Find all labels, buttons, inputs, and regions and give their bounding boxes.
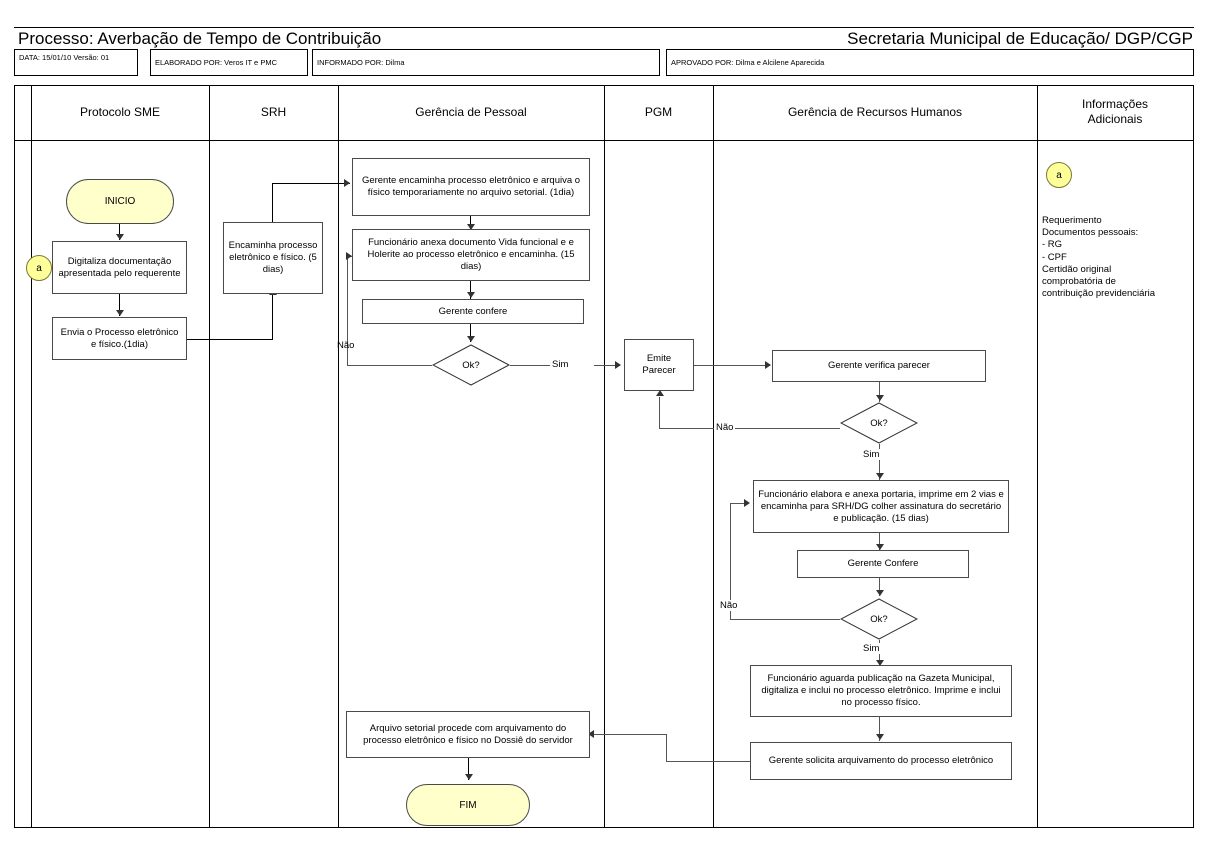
meta-date-version: DATA: 15/01/10 Versão: 01 — [14, 49, 138, 76]
edge-solicita-arq-h2 — [594, 734, 666, 735]
edge-label-rh2-sim: Sim — [861, 643, 882, 654]
connector-a-left[interactable]: a — [26, 255, 52, 281]
lane-divider-3 — [604, 85, 605, 828]
decision-rh1-ok-label: Ok? — [870, 417, 888, 429]
additional-info-text: Requerimento Documentos pessoais: - RG -… — [1042, 215, 1156, 300]
edge-rh1-nao-v — [659, 397, 660, 429]
edge-label-gp-sim: Sim — [552, 359, 569, 370]
edge-pgm-to-rh — [694, 365, 770, 366]
edge-gp-nao-h — [347, 365, 432, 366]
edge-solicita-arq-h1 — [666, 761, 750, 762]
lane-title-protocolo-sme: Protocolo SME — [79, 105, 161, 119]
node-funcionario-aguarda-publicacao[interactable]: Funcionário aguarda publicação na Gazeta… — [750, 665, 1012, 717]
edge-gp1-gp2 — [470, 216, 471, 230]
arrow-inicio-digitaliza — [116, 234, 124, 240]
arrow-gp-sim-to-pgm — [615, 361, 621, 369]
node-inicio[interactable]: INICIO — [66, 179, 174, 224]
edge-srh-right — [272, 183, 350, 184]
edge-confere2-decision — [879, 578, 880, 596]
edge-gp-sim-h2 — [594, 365, 620, 366]
arrow-digitaliza-envia — [116, 310, 124, 316]
lane-title-pgm: PGM — [644, 105, 673, 119]
meta-elaborated-by: ELABORADO POR: Veros IT e PMC — [150, 49, 308, 76]
node-gerente-solicita-arquivamento[interactable]: Gerente solicita arquivamento do process… — [750, 742, 1012, 780]
meta-approved-by: APROVADO POR: Dilma e Alcilene Aparecida — [666, 49, 1194, 76]
node-encaminha-processo[interactable]: Encaminha processo eletrônico e físico. … — [223, 222, 323, 294]
edge-inicio-digitaliza — [119, 224, 120, 240]
lane-title-informacoes-adicionais: Informações Adicionais — [1081, 97, 1149, 126]
edge-aguarda-solicita — [879, 717, 880, 741]
arrow-arquivo-fim — [465, 774, 473, 780]
node-funcionario-anexa[interactable]: Funcionário anexa documento Vida funcion… — [352, 229, 590, 281]
arrow-rh2-sim — [876, 660, 884, 666]
edge-arquivo-fim — [468, 758, 469, 780]
arrow-gp1-gp2 — [467, 224, 475, 230]
meta-informed-by: INFORMADO POR: Dilma — [312, 49, 660, 76]
decision-rh2-ok[interactable]: Ok? — [840, 598, 918, 640]
edge-rh1-nao-h — [659, 428, 840, 429]
arrow-pgm-to-rh — [765, 361, 771, 369]
page-title: Processo: Averbação de Tempo de Contribu… — [18, 29, 382, 48]
arrow-confere-decision — [467, 336, 475, 342]
node-funcionario-elabora-portaria[interactable]: Funcionário elabora e anexa portaria, im… — [753, 480, 1009, 533]
node-fim[interactable]: FIM — [406, 784, 530, 826]
lane-divider-4 — [713, 85, 714, 828]
organization-title: Secretaria Municipal de Educação/ DGP/CG… — [847, 29, 1193, 48]
lane-divider-2 — [338, 85, 339, 828]
edge-verifica-decision — [879, 382, 880, 402]
edge-gp-sim-h1 — [510, 365, 550, 366]
header-top-rule — [14, 27, 1194, 28]
edge-rh2-nao-h — [730, 619, 840, 620]
edge-rh1-sim-v — [879, 444, 880, 480]
decision-gp-ok[interactable]: Ok? — [432, 344, 510, 386]
node-envia-processo[interactable]: Envia o Processo eletrônico e físico.(1d… — [52, 317, 187, 360]
arrow-verifica-decision — [876, 395, 884, 401]
edge-confere-decision — [470, 324, 471, 342]
node-gerente-encaminha[interactable]: Gerente encaminha processo eletrônico e … — [352, 158, 590, 216]
edge-envia-to-srh-v — [272, 295, 273, 340]
edge-label-gp-nao: Não — [337, 340, 355, 351]
node-gerente-confere-2[interactable]: Gerente Confere — [797, 550, 969, 578]
arrow-gp2-confere — [467, 292, 475, 298]
arrow-aguarda-solicita — [876, 734, 884, 740]
decision-gp-ok-label: Ok? — [462, 359, 480, 371]
lane-divider-5 — [1037, 85, 1038, 828]
connector-a-right[interactable]: a — [1046, 162, 1072, 188]
node-gerente-confere[interactable]: Gerente confere — [362, 299, 584, 324]
edge-rh2-nao-v — [730, 503, 731, 620]
edge-label-rh2-nao: Não — [718, 600, 740, 611]
edge-solicita-arq-v — [666, 734, 667, 762]
edge-portaria-confere2 — [879, 533, 880, 550]
edge-digitaliza-envia — [119, 294, 120, 316]
lane-title-srh: SRH — [260, 105, 287, 119]
lane-title-gerencia-de-pessoal: Gerência de Pessoal — [415, 105, 527, 119]
edge-rh2-nao-h2 — [730, 503, 746, 504]
arrow-rh1-sim — [876, 473, 884, 479]
arrow-rh1-nao — [656, 390, 664, 396]
edge-envia-to-srh-h — [187, 339, 273, 340]
edge-gp2-confere — [470, 281, 471, 299]
node-arquivo-setorial[interactable]: Arquivo setorial procede com arquivament… — [346, 711, 590, 758]
edge-label-rh1-sim: Sim — [861, 449, 882, 460]
edge-gp-nao-v — [347, 256, 348, 366]
lane-divider-1 — [209, 85, 210, 828]
decision-rh2-ok-label: Ok? — [870, 613, 888, 625]
arrow-into-gerente-encaminha — [344, 179, 350, 187]
node-digitaliza-documentacao[interactable]: Digitaliza documentação apresentada pelo… — [52, 241, 187, 294]
lane-title-gerencia-de-recursos-humanos: Gerência de Recursos Humanos — [787, 105, 963, 119]
edge-srh-up — [272, 183, 273, 222]
node-emite-parecer[interactable]: Emite Parecer — [624, 339, 694, 391]
edge-label-rh1-nao: Não — [714, 422, 736, 433]
lane-divider-0 — [31, 85, 32, 828]
arrow-confere2-decision — [876, 590, 884, 596]
arrow-portaria-confere2 — [876, 544, 884, 550]
arrow-rh2-nao — [744, 499, 750, 507]
decision-rh1-ok[interactable]: Ok? — [840, 402, 918, 444]
arrow-gp-nao — [346, 252, 352, 260]
node-gerente-verifica-parecer[interactable]: Gerente verifica parecer — [772, 350, 986, 382]
arrow-into-arquivo-setorial — [588, 730, 594, 738]
